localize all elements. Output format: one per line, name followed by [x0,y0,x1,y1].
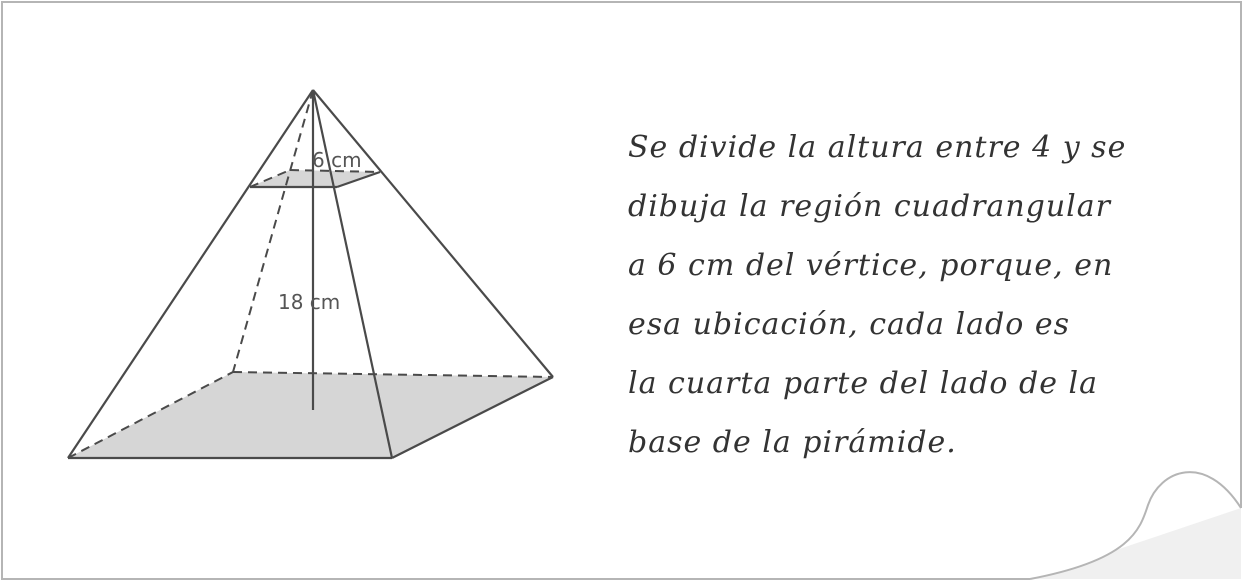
pyramid-base [68,372,553,458]
height-label: 18 cm [278,290,341,314]
lateral-edge-left [67,89,314,459]
explanation-line: la cuarta parte del lado de la [628,366,1098,401]
explanation-line: Se divide la altura entre 4 y se [628,130,1127,165]
hidden-lateral-edge [232,89,314,373]
explanation-line: esa ubicación, cada lado es [628,307,1070,342]
explanation-line: a 6 cm del vértice, porque, en [628,248,1114,283]
explanation-text: Se divide la altura entre 4 y se dibuja … [628,118,1188,472]
page-curl [1029,471,1242,580]
top-side-label: 6 cm [312,148,362,172]
base-back-right-edge [232,371,554,378]
section-right-edge [336,170,381,189]
section-back-left-edge [249,169,291,188]
base-back-left-edge [67,371,234,459]
visible-edges [67,89,554,460]
explanation-line: base de la pirámide. [628,425,957,460]
lateral-edge-right [312,89,554,378]
lateral-edge-front [311,89,394,459]
hidden-edges [67,89,554,459]
base-right-edge [391,376,554,459]
section-back-right-edge [289,169,381,173]
explanation-line: dibuja la región cuadrangular [628,189,1111,224]
